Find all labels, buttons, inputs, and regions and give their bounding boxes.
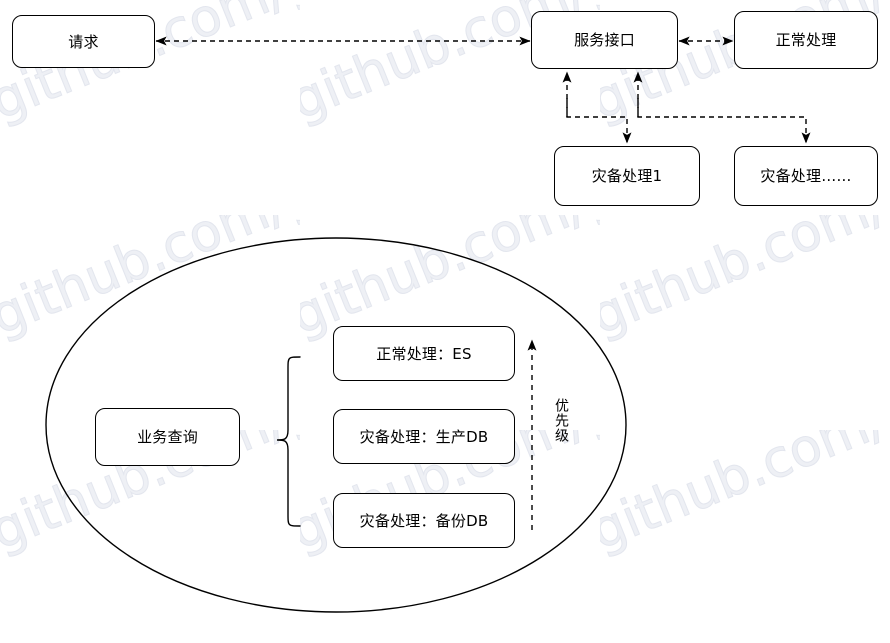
node-dr-process-1-label: 灾备处理1: [591, 167, 663, 185]
node-business-query[interactable]: 业务查询: [95, 408, 240, 466]
priority-axis-label: 优先级: [553, 398, 569, 443]
node-dr-prod-db-label: 灾备处理：生产DB: [359, 427, 489, 446]
node-dr-prod-db[interactable]: 灾备处理：生产DB: [333, 409, 515, 464]
node-business-query-label: 业务查询: [137, 428, 198, 446]
node-dr-process-n[interactable]: 灾备处理……: [734, 146, 878, 206]
node-request-label: 请求: [68, 32, 99, 51]
node-dr-backup-db-label: 灾备处理：备份DB: [359, 511, 489, 530]
node-service-interface[interactable]: 服务接口: [531, 11, 678, 69]
node-normal-es-label: 正常处理：ES: [376, 344, 472, 363]
node-dr-process-n-label: 灾备处理……: [760, 167, 852, 185]
node-request[interactable]: 请求: [12, 15, 155, 68]
node-service-interface-label: 服务接口: [574, 31, 635, 49]
node-normal-es[interactable]: 正常处理：ES: [333, 326, 515, 381]
node-normal-process[interactable]: 正常处理: [734, 11, 878, 69]
node-dr-process-1[interactable]: 灾备处理1: [554, 146, 700, 206]
node-normal-process-label: 正常处理: [775, 31, 837, 49]
node-dr-backup-db[interactable]: 灾备处理：备份DB: [333, 493, 515, 548]
